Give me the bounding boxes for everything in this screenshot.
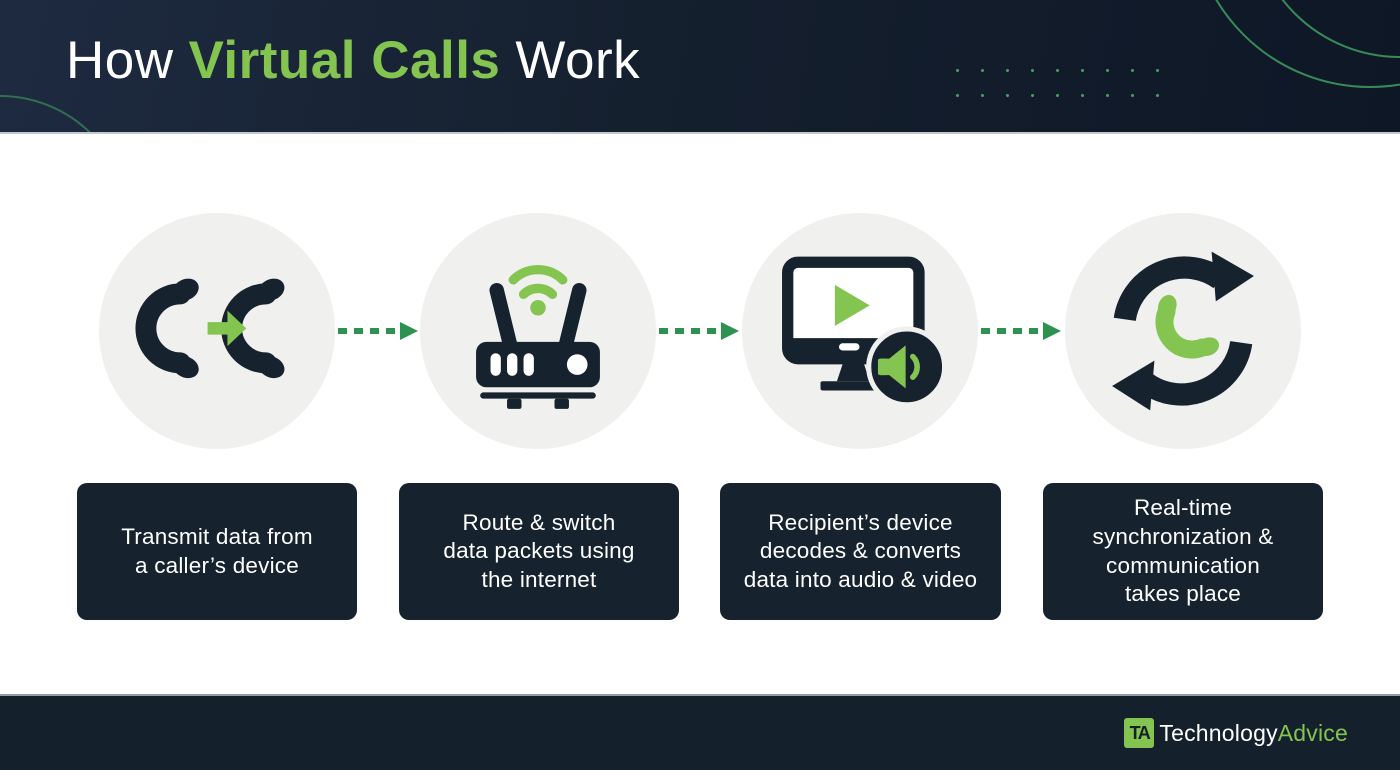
step-2-box: Route & switch data packets using the in…: [399, 483, 679, 620]
sync-call-icon: [1112, 251, 1254, 411]
logo-text-secondary: Advice: [1277, 719, 1348, 746]
decorative-arc: [0, 95, 130, 132]
header: How Virtual Calls Work: [0, 0, 1400, 134]
decorative-dot-grid: [942, 53, 1160, 119]
phone-transfer-icon: [135, 278, 285, 378]
flow-arrow-2: [659, 322, 739, 340]
step-3-label: Recipient’s device decodes & converts da…: [743, 509, 978, 592]
step-2-circle: [420, 213, 656, 449]
logo-text-primary: Technology: [1159, 719, 1278, 746]
technologyadvice-logo: TA TechnologyAdvice: [1124, 718, 1348, 748]
monitor-play-speaker-icon: [782, 256, 948, 407]
step-4-circle: [1065, 213, 1301, 449]
router-wifi-icon: [476, 265, 600, 409]
wifi-icon: [508, 265, 568, 299]
step-4-label: Real-time synchronization & communicatio…: [1092, 495, 1274, 607]
footer: TA TechnologyAdvice: [0, 694, 1400, 770]
flow-arrow-1: [338, 322, 418, 340]
step-1-label: Transmit data from a caller’s device: [121, 523, 313, 578]
page-title: How Virtual Calls Work: [66, 30, 640, 91]
step-1-circle: [99, 213, 335, 449]
step-3-circle: [742, 213, 978, 449]
title-prefix: How: [66, 31, 174, 90]
play-icon: [834, 284, 870, 326]
logo-text: TechnologyAdvice: [1159, 720, 1348, 747]
flow-arrow-3: [981, 322, 1061, 340]
step-1-box: Transmit data from a caller’s device: [77, 483, 357, 620]
phone-handset-icon: [1155, 294, 1220, 359]
step-4-box: Real-time synchronization & communicatio…: [1043, 483, 1323, 620]
arrow-right-icon: [207, 310, 247, 346]
title-highlight: Virtual Calls: [188, 31, 501, 90]
title-suffix: Work: [515, 31, 641, 90]
step-2-label: Route & switch data packets using the in…: [443, 509, 635, 592]
step-3-box: Recipient’s device decodes & converts da…: [720, 483, 1001, 620]
speaker-icon: [877, 344, 920, 388]
ta-logo-icon: TA: [1124, 718, 1155, 748]
